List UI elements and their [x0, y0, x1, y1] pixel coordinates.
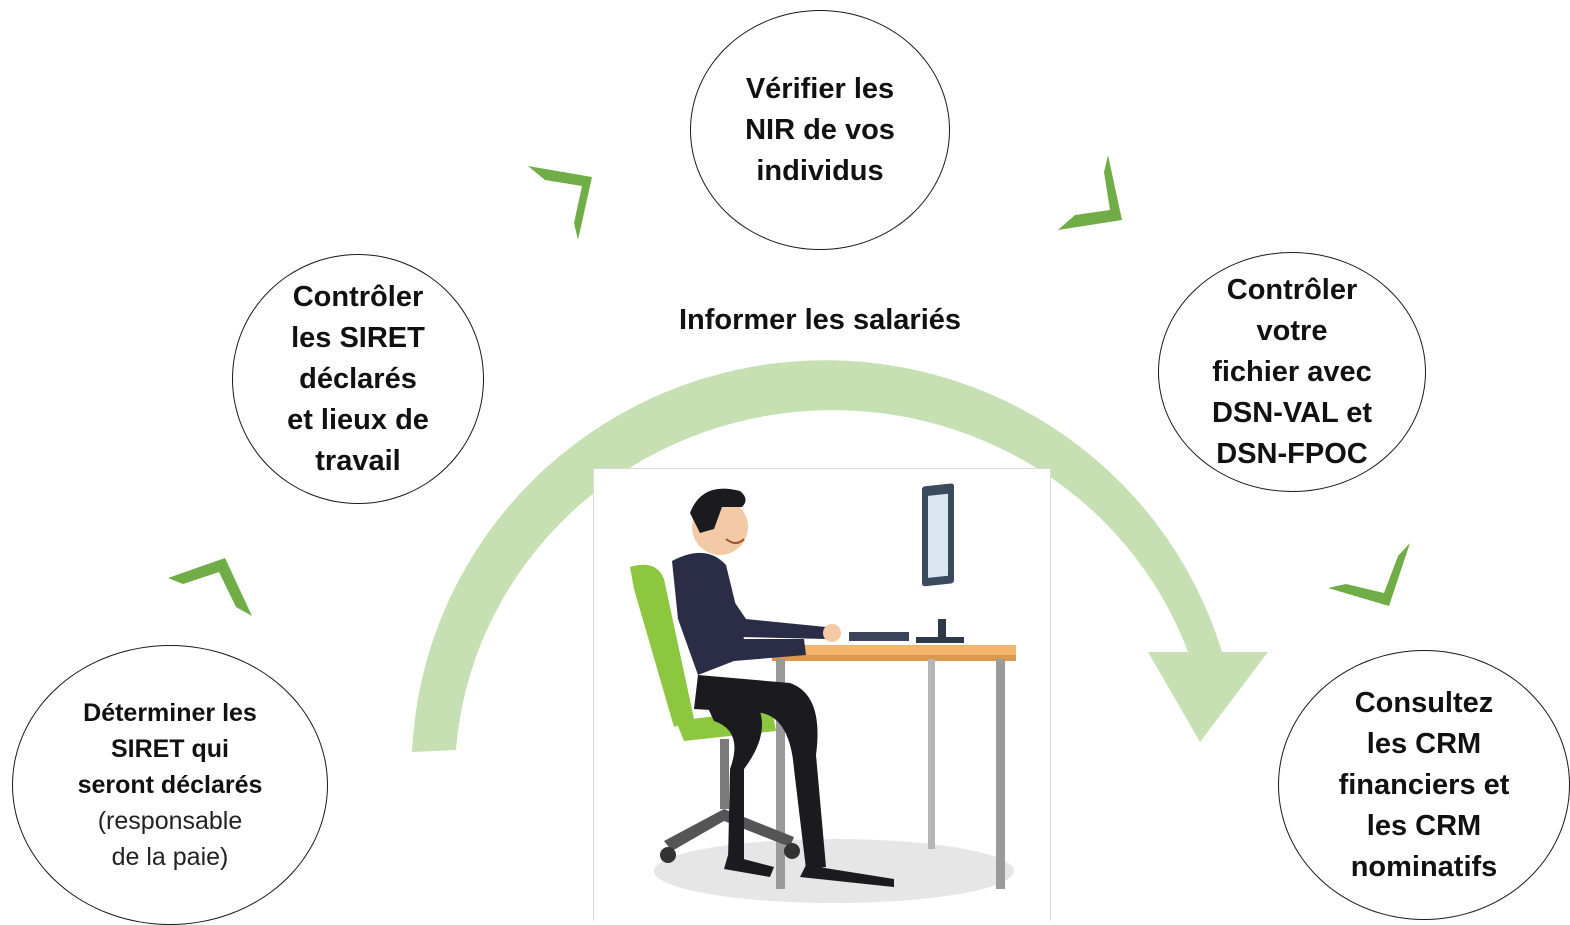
chevron-icon — [168, 558, 252, 616]
chevron-icon — [1328, 543, 1410, 606]
chevron-icon — [528, 166, 592, 240]
chevron-icon — [1058, 155, 1122, 230]
center-label: Informer les salariés — [678, 304, 962, 336]
step-circle-2: Contrôler les SIRET déclarés et lieux de… — [232, 254, 484, 504]
step-2-title: Contrôler les SIRET déclarés et lieux de… — [287, 280, 429, 477]
step-circle-1: Déterminer les SIRET qui seront déclarés… — [12, 645, 328, 925]
office-worker-illustration — [630, 483, 1016, 903]
step-circle-4: Contrôler votre fichier avec DSN-VAL et … — [1158, 252, 1426, 492]
step-1-subtitle: (responsable de la paie) — [97, 807, 243, 871]
step-1-title: Déterminer les SIRET qui seront déclarés — [77, 699, 263, 799]
step-circle-5: Consultez les CRM financiers et les CRM … — [1278, 650, 1570, 920]
step-4-title: Contrôler votre fichier avec DSN-VAL et … — [1211, 273, 1373, 470]
step-circle-3: Vérifier les NIR de vos individus — [690, 10, 950, 250]
step-5-title: Consultez les CRM financiers et les CRM … — [1338, 686, 1510, 883]
step-3-title: Vérifier les NIR de vos individus — [745, 72, 895, 187]
illustration-frame — [593, 468, 1051, 921]
